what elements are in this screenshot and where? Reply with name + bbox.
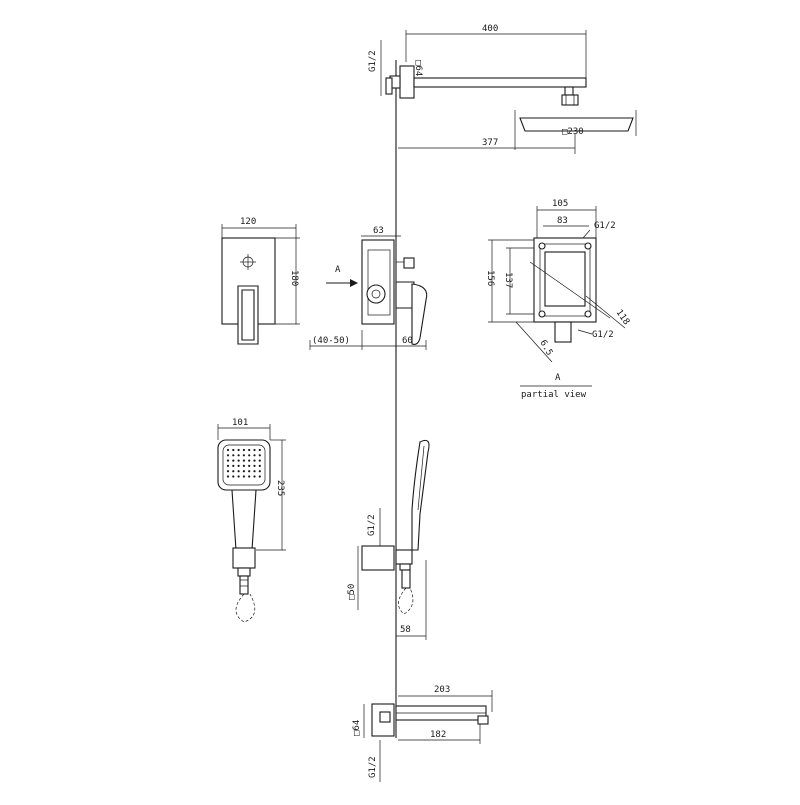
head-offset-label: 377	[482, 138, 498, 148]
arm-thread-label: G1/2	[368, 50, 378, 72]
spray-nozzle	[258, 454, 261, 457]
spray-nozzle	[237, 475, 240, 478]
partial-view-caption: partial view	[521, 390, 587, 400]
spray-nozzle	[242, 475, 245, 478]
partial-view: 105 83 G1/2 156 137 118 G1/2 6.5 A	[485, 199, 631, 400]
holder-plate-label: □50	[347, 584, 357, 600]
spray-nozzle	[248, 454, 251, 457]
box-depth-label: 63	[373, 226, 384, 236]
outer-height-label: 156	[485, 270, 495, 286]
spray-nozzle	[232, 464, 235, 467]
thread-bottom-label: G1/2	[592, 330, 614, 340]
spray-nozzle	[248, 475, 251, 478]
mixer-side-view: 63 A (40-50) 60	[309, 226, 428, 350]
spray-nozzle	[237, 459, 240, 462]
hand-shower-length-label: 235	[275, 480, 285, 496]
spray-nozzle	[226, 459, 230, 462]
spray-nozzle	[226, 464, 230, 467]
spray-nozzle	[253, 454, 256, 457]
spout-reach-label: 182	[430, 730, 446, 740]
holder-thread-label: G1/2	[367, 514, 377, 536]
hand-shower-width-label: 101	[232, 418, 248, 428]
spray-nozzle	[237, 448, 240, 452]
projection-label: 60	[402, 336, 413, 346]
spray-nozzle	[258, 475, 261, 478]
spray-nozzle	[226, 475, 230, 478]
spray-nozzle	[253, 464, 256, 467]
spray-nozzle	[258, 464, 261, 467]
spray-nozzle	[237, 470, 240, 473]
spray-nozzle	[226, 448, 230, 452]
wall-depth-label: (40-50)	[312, 336, 350, 346]
mixer-height-label: 180	[289, 270, 299, 286]
spray-nozzle	[253, 470, 256, 473]
angle-dim-label: 6.5	[537, 339, 554, 358]
spout-thread-label: G1/2	[368, 756, 378, 778]
hand-shower-view: 101 235	[217, 418, 286, 623]
spray-nozzle	[248, 448, 251, 452]
spray-nozzle	[258, 448, 261, 452]
spray-nozzle	[248, 459, 251, 462]
spray-nozzle	[258, 470, 261, 473]
inner-width-label: 83	[557, 216, 568, 226]
spray-nozzle	[248, 464, 251, 467]
spray-nozzle	[253, 459, 256, 462]
spray-nozzle	[253, 475, 256, 478]
spray-nozzle	[232, 454, 235, 457]
spray-nozzle	[226, 470, 230, 473]
spout-plate-label: □64	[352, 720, 362, 736]
spray-nozzle	[237, 464, 240, 467]
spray-nozzle	[258, 459, 261, 462]
inner-height-label: 137	[503, 272, 513, 288]
spout-length-label: 203	[434, 685, 450, 695]
spray-nozzle	[232, 459, 235, 462]
mixer-width-label: 120	[240, 217, 256, 227]
diagonal-label: 118	[614, 308, 632, 327]
spray-nozzle	[242, 448, 245, 452]
spray-nozzle	[242, 470, 245, 473]
spray-nozzle	[242, 454, 245, 457]
arm-plate-label: □64	[413, 60, 423, 76]
outer-width-label: 105	[552, 199, 568, 209]
spray-nozzle	[253, 448, 256, 452]
spray-nozzle	[248, 470, 251, 473]
spray-nozzle	[232, 448, 235, 452]
spray-nozzle	[242, 464, 245, 467]
spray-nozzle	[232, 470, 235, 473]
view-arrow-label: A	[335, 265, 341, 275]
spray-nozzle	[237, 454, 240, 457]
shower-head-assembly: 400 G1/2 □64 □230 377	[368, 24, 637, 154]
spray-nozzle	[232, 475, 235, 478]
spray-nozzle	[226, 454, 230, 457]
spout-view: 203 □64 182 G1/2	[352, 685, 493, 782]
thread-top-label: G1/2	[594, 221, 616, 231]
spray-nozzle	[242, 459, 245, 462]
view-marker-label: A	[555, 373, 561, 383]
holder-side-view: G1/2 □50 58	[347, 439, 430, 640]
spray-nozzles	[226, 448, 261, 478]
head-size-label: □230	[562, 127, 584, 137]
arm-length-label: 400	[482, 24, 498, 34]
mixer-front-view: 120 180	[221, 217, 300, 345]
holder-projection-label: 58	[400, 625, 411, 635]
